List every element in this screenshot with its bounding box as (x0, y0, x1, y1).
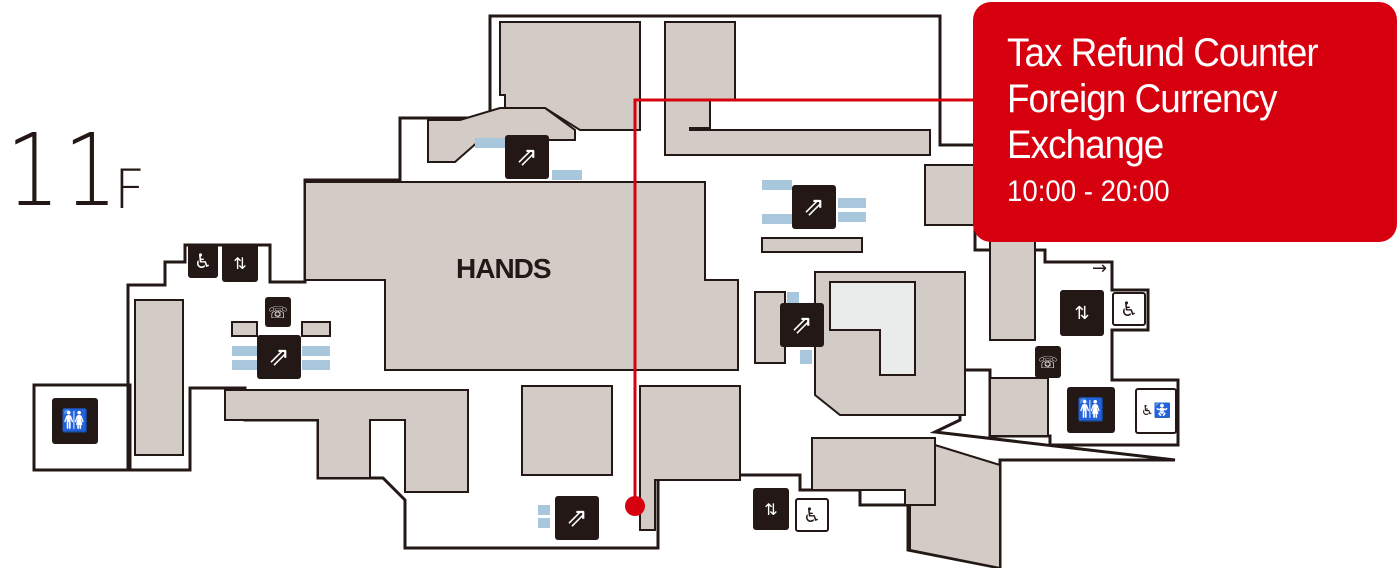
escalator-icon[interactable]: ⇗ (555, 496, 599, 540)
shop-east-strip (989, 239, 1036, 341)
shop-north-east (664, 21, 931, 156)
tax-refund-info-box[interactable]: Tax Refund Counter Foreign Currency Exch… (973, 2, 1397, 242)
info-line-1: Tax Refund Counter (1007, 31, 1319, 75)
restroom-icon: 🚻 (52, 398, 98, 444)
elevator-icon: ⇅ (753, 488, 789, 530)
location-dot (625, 496, 645, 516)
escalator-icon[interactable]: ⇗ (780, 303, 824, 347)
wheelchair-icon: ♿ (188, 244, 218, 278)
elevator-icon: ⇅ (222, 244, 258, 282)
info-line-3: Exchange (1007, 123, 1164, 167)
telephone-icon: ☏ (265, 297, 291, 327)
store-label-hands: HANDS (456, 253, 552, 284)
shop-east-small (754, 291, 786, 364)
shop-east-lower (989, 377, 1049, 437)
floor-number: 11 (6, 112, 121, 229)
shop-west-column (134, 299, 184, 456)
escalator-icon[interactable]: ⇗ (505, 135, 549, 179)
escalator-icon[interactable]: ⇗ (792, 185, 836, 229)
multipurpose-restroom-icon: ♿🚼 (1135, 388, 1177, 434)
shop-hands (304, 181, 739, 371)
floor-label: 11 F (6, 112, 145, 229)
arrow-right-icon: → (1092, 258, 1108, 279)
wheelchair-icon: ♿ (1112, 292, 1146, 326)
wheelchair-icon: ♿ (795, 498, 829, 532)
info-line-2: Foreign Currency (1007, 77, 1277, 121)
shop-east-tall (924, 164, 976, 226)
telephone-icon: ☏ (1035, 346, 1061, 378)
elevator-icon: ⇅ (1060, 290, 1104, 336)
ledges (231, 237, 863, 337)
floor-outline (32, 14, 1180, 568)
shop-north-small (427, 107, 576, 163)
shop-south-east (811, 437, 936, 506)
shop-center-east (639, 385, 741, 531)
escalator-steps (232, 138, 866, 528)
route-line (633, 98, 975, 505)
courtyard (829, 281, 916, 376)
info-hours: 10:00 - 20:00 (1007, 175, 1170, 208)
shop-south-east-corner (909, 443, 1001, 568)
shop-center (521, 385, 613, 476)
restroom-icon: 🚻 (1067, 387, 1115, 433)
floor-suffix: F (114, 158, 150, 221)
shop-blocks (134, 21, 1049, 568)
shop-center-west (224, 389, 469, 493)
escalator-icon[interactable]: ⇗ (257, 335, 301, 379)
